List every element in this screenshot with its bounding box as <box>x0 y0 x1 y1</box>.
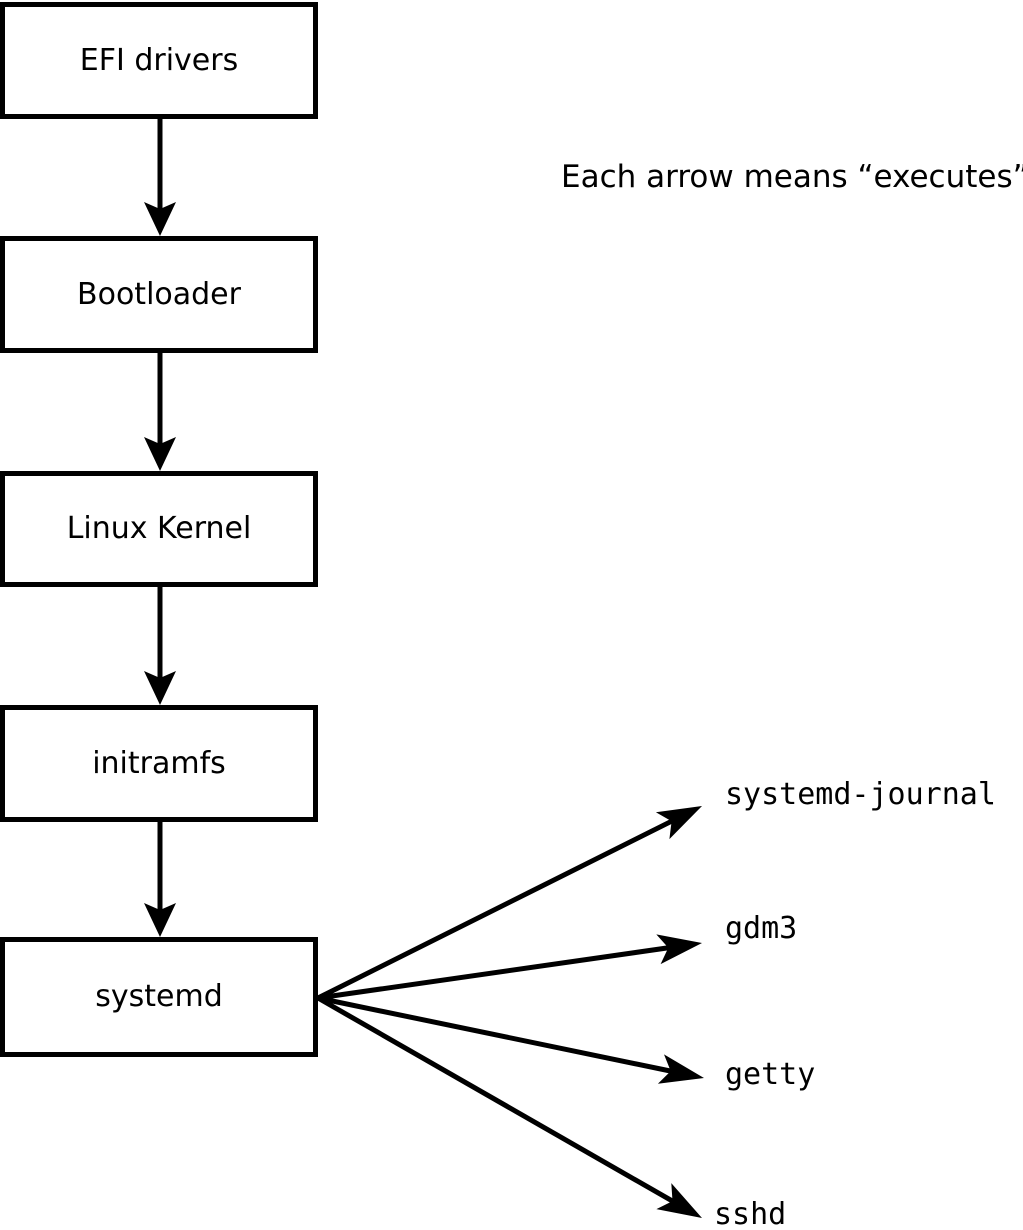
arrow-legend-text: Each arrow means “executes”. <box>561 159 1023 195</box>
box-bootloader: Bootloader <box>0 236 318 353</box>
arrow-systemd-to-sshd <box>316 995 702 1218</box>
arrow-efi-to-bootloader <box>144 119 176 236</box>
box-linux-kernel: Linux Kernel <box>0 471 318 587</box>
box-bootloader-label: Bootloader <box>77 276 241 312</box>
box-systemd-label: systemd <box>95 979 223 1014</box>
target-label-getty: getty <box>725 1057 816 1092</box>
arrow-systemd-to-gdm3 <box>317 934 702 1001</box>
arrow-systemd-to-getty <box>317 995 704 1084</box>
arrow-bootloader-to-kernel <box>144 353 176 471</box>
box-linux-kernel-label: Linux Kernel <box>66 511 252 546</box>
box-efi-drivers: EFI drivers <box>0 2 318 119</box>
target-label-systemd-journal: systemd-journal <box>725 777 996 812</box>
arrow-initramfs-to-systemd <box>144 822 176 937</box>
box-efi-drivers-label: EFI drivers <box>79 42 239 78</box>
target-label-sshd: sshd <box>714 1197 787 1230</box>
box-systemd: systemd <box>0 937 318 1057</box>
box-initramfs-label: initramfs <box>92 745 226 781</box>
arrow-kernel-to-initramfs <box>144 587 176 705</box>
target-label-gdm3: gdm3 <box>725 911 798 946</box>
arrow-systemd-to-journal <box>316 806 702 1001</box>
box-initramfs: initramfs <box>0 705 318 822</box>
